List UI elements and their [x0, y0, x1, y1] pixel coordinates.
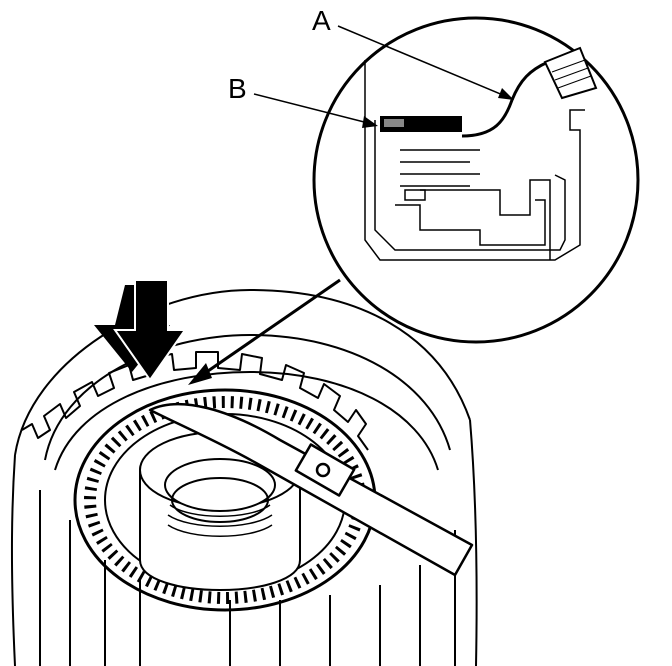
detail-circle [312, 16, 640, 344]
callout-a-label: A [312, 5, 331, 36]
detail-piston [395, 199, 546, 246]
hub-threads [167, 504, 273, 537]
down-arrow-icon [94, 279, 187, 382]
detail-snap-ring-highlight [384, 119, 404, 127]
flat-tip-screwdriver [148, 402, 474, 577]
callout-b: B [228, 73, 378, 128]
callout-a-arrowhead [498, 88, 514, 100]
clutch-drum [10, 289, 478, 666]
callout-b-arrowhead [362, 116, 378, 128]
callout-b-label: B [228, 73, 247, 104]
down-arrow-icon-body [113, 279, 187, 382]
drum-inner-lip [44, 334, 451, 461]
drum-rim-splines [21, 351, 369, 451]
detail-drum-inner [374, 120, 566, 251]
center-hub [139, 431, 301, 591]
detail-pointer-arrow [194, 278, 341, 382]
drum-inner-wall [54, 371, 439, 471]
callout-a: A [312, 5, 514, 100]
hub-bore [164, 458, 276, 512]
callout-a-leader [337, 25, 511, 99]
drum-top-rim [14, 289, 471, 456]
detail-pointer-arrowhead [188, 363, 212, 385]
screwdriver-shaft [148, 402, 474, 577]
detail-screwdriver-blade [461, 60, 549, 138]
screwdriver-ferrule-hole [315, 462, 331, 478]
drum-outer-wall-left [10, 454, 16, 666]
detail-magnifier [312, 16, 640, 344]
down-arrow-icon-shadow [94, 285, 170, 372]
detail-housing-step [420, 179, 551, 260]
drum-outer-wall-right [469, 419, 478, 666]
detail-screwdriver-tip-lines [551, 59, 592, 89]
detail-cross-section [364, 60, 585, 261]
detail-spring-block [404, 189, 426, 201]
callout-b-leader [253, 93, 373, 125]
hub-bore-step [171, 477, 269, 523]
detail-drum-wall [364, 60, 585, 261]
